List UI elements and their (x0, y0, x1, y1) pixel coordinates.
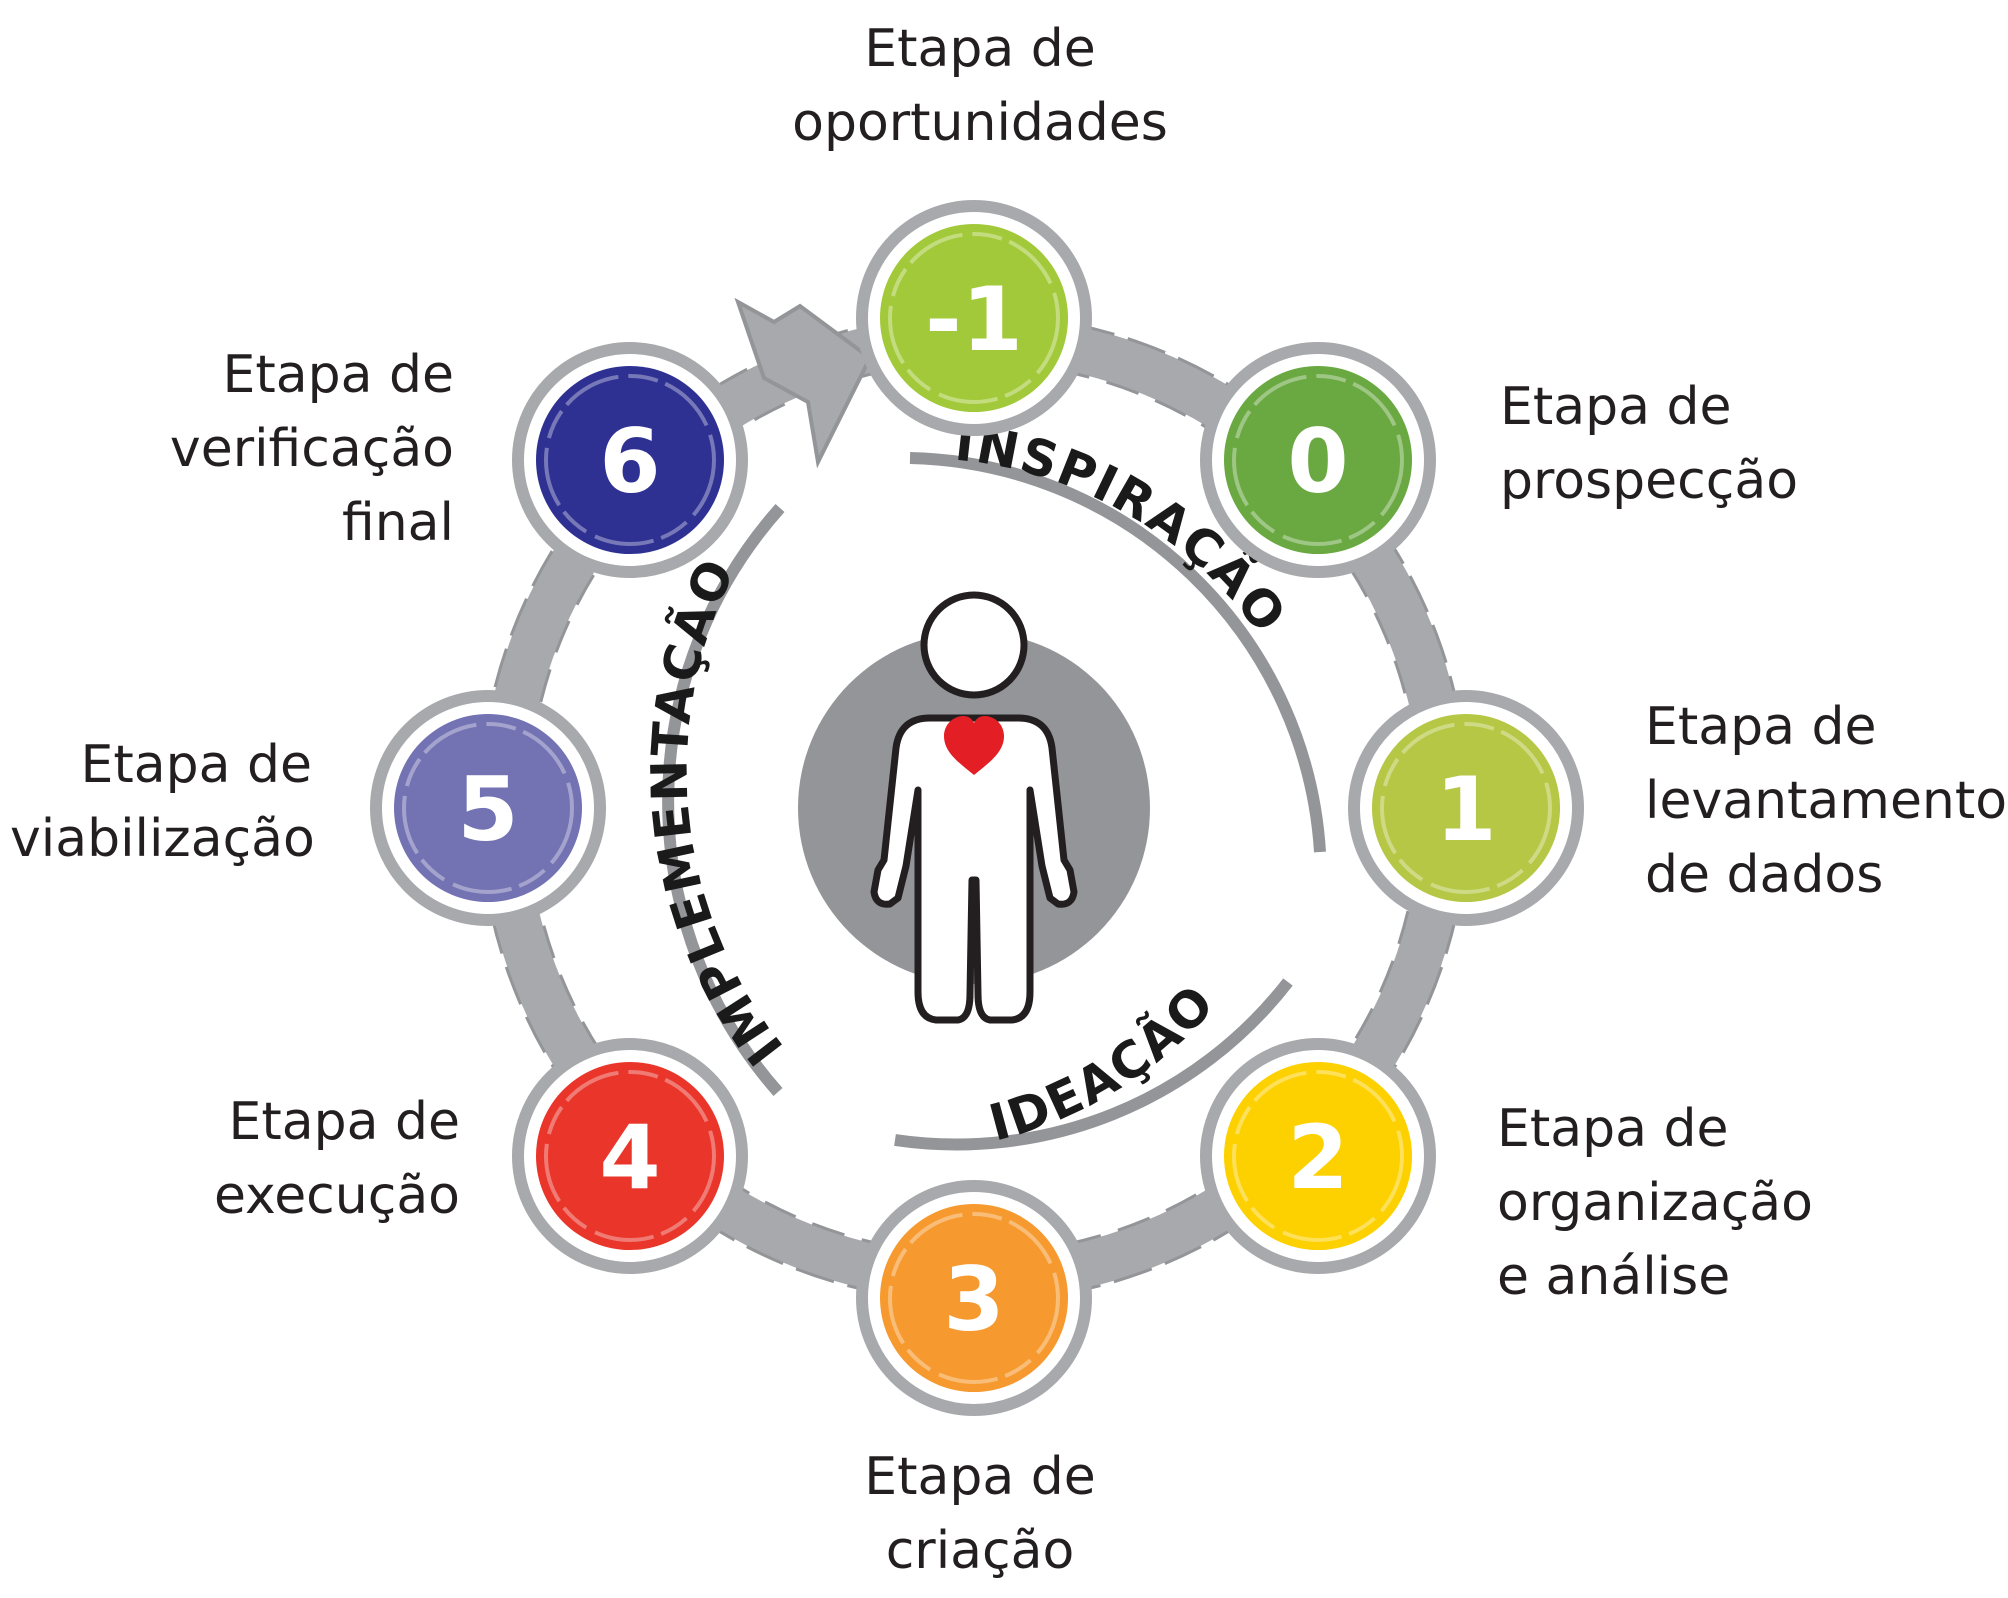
stage-label-line: organização (1497, 1173, 1813, 1233)
stage-label-s2: Etapa de organização e análise (1497, 1092, 1813, 1314)
phase-label-implementacao: IMPLEMENTAÇÃO (640, 549, 794, 1076)
stage-brush-ring (888, 232, 1060, 404)
stage-label-line: prospecção (1500, 451, 1799, 511)
stage-brush-ring (1232, 374, 1404, 546)
stage-number: 4 (599, 1106, 660, 1209)
stage-node-s0: 0 (1200, 342, 1436, 578)
stage-number: 5 (457, 758, 518, 861)
person-with-heart-icon (870, 591, 1078, 1024)
stage-node-s2: 2 (1200, 1038, 1436, 1274)
stage-node-s3: 3 (856, 1180, 1092, 1416)
stage-label-line: verificação (169, 419, 454, 479)
stage-label-line: Etapa de (222, 345, 454, 405)
stage-disc (1224, 366, 1412, 554)
stage-brush-ring (1232, 1070, 1404, 1242)
stage-number: 1 (1435, 758, 1496, 861)
stage-label-s6: Etapa de verificação final (60, 338, 454, 560)
stage-label-line: oportunidades (792, 93, 1168, 153)
stage-node-s5: 5 (370, 690, 606, 926)
stage-label-s0: Etapa de prospecção (1500, 370, 1798, 518)
stage-disc (880, 224, 1068, 412)
stage-label-line: e análise (1497, 1247, 1731, 1307)
stage-brush-ring (402, 722, 574, 894)
stage-label-s5: Etapa de viabilização (10, 728, 315, 876)
stage-number: 0 (1287, 410, 1348, 513)
stage-label-line: final (341, 493, 454, 553)
stage-label-line: de dados (1645, 845, 1884, 905)
stage-node-s4: 4 (512, 1038, 748, 1274)
stage-label-line: Etapa de (1645, 697, 1877, 757)
stage-label-s3: Etapa de criação (780, 1440, 1180, 1588)
stage-node-m1: -1 (856, 200, 1092, 436)
stage-disc (1372, 714, 1560, 902)
stage-label-line: criação (885, 1521, 1075, 1581)
stage-label-m1: Etapa de oportunidades (780, 12, 1180, 160)
phase-arc-ideacao (894, 978, 1293, 1151)
stage-number: 3 (943, 1248, 1004, 1351)
stage-label-line: Etapa de (864, 19, 1096, 79)
stage-label-line: Etapa de (1500, 377, 1732, 437)
stage-label-line: viabilização (10, 809, 315, 869)
stage-label-line: Etapa de (1497, 1099, 1729, 1159)
heart-icon (944, 716, 1004, 775)
stage-disc (394, 714, 582, 902)
stage-number: -1 (925, 268, 1023, 371)
stage-label-line: Etapa de (864, 1447, 1096, 1507)
phase-arc-inspiracao (909, 452, 1326, 853)
stage-disc (880, 1204, 1068, 1392)
stage-label-line: Etapa de (228, 1092, 460, 1152)
stage-disc (536, 1062, 724, 1250)
stage-brush-ring (1380, 722, 1552, 894)
stage-number: 2 (1287, 1106, 1348, 1209)
stage-label-line: levantamento (1645, 771, 2008, 831)
stage-brush-ring (888, 1212, 1060, 1384)
stage-node-s1: 1 (1348, 690, 1584, 926)
stage-number: 6 (599, 410, 660, 513)
stage-label-line: execução (213, 1166, 460, 1226)
stage-label-s1: Etapa de levantamento de dados (1645, 690, 2007, 912)
stage-label-line: Etapa de (80, 735, 312, 795)
cycle-arrow-icon (734, 297, 873, 469)
phase-arc-implementacao (662, 504, 785, 1096)
stage-disc (1224, 1062, 1412, 1250)
stage-node-s6: 6 (512, 342, 748, 578)
stage-brush-ring (544, 374, 716, 546)
stage-brush-ring (544, 1070, 716, 1242)
stage-label-s4: Etapa de execução (60, 1085, 460, 1233)
stage-disc (536, 366, 724, 554)
